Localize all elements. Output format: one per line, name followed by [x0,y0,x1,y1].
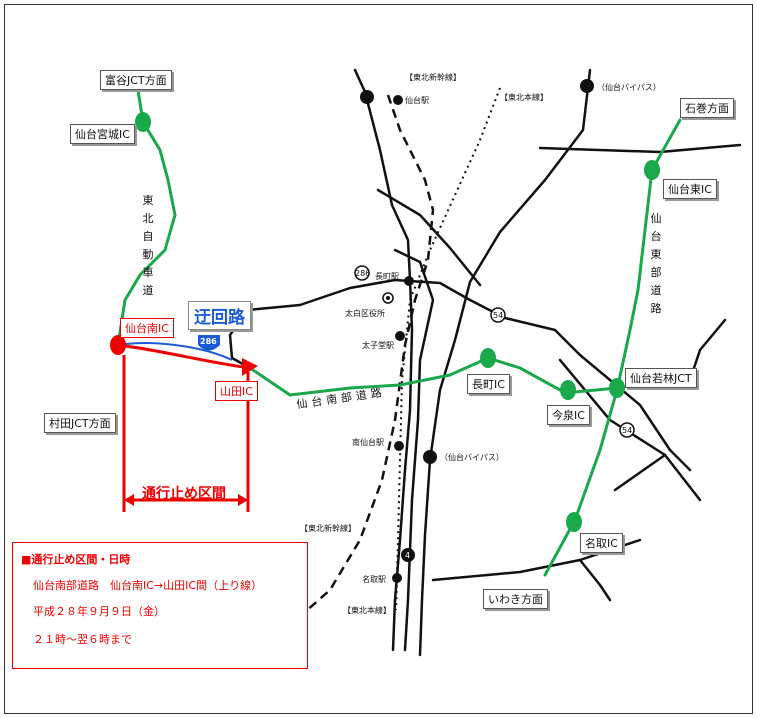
imaizumi-ic-marker [560,380,576,400]
nagamachi-station-label: 長町駅 [375,272,399,281]
sendai-tobu-road-label: 仙台東部道路 [650,212,662,315]
route-286-shield-mid [354,265,370,281]
natori-station-dot [392,573,402,583]
tomiya-jct-label: 富谷JCT方面 [100,70,172,90]
nagamachi-ic-marker [480,348,496,368]
sendai-minami-ic-marker [110,335,126,355]
taihaku-ward-office-label: 太白区役所 [345,309,385,318]
route-54-shield-text: 54 [493,311,504,320]
sendai-wakabayashi-jct-label: 仙台若林JCT [625,368,697,388]
sendai-station-dot [393,95,403,105]
tohoku-shinkansen-line [304,94,435,613]
notice-section: 仙台南部道路 仙台南IC→山田IC間（上り線） [33,579,263,592]
closure-notice: ■通行止め区間・日時 仙台南部道路 仙台南IC→山田IC間（上り線） 平成２８年… [12,542,308,669]
tohoku-shinkansen-top-label: 【東北新幹線】 [405,73,461,82]
imaizumi-ic-label: 今泉IC [547,405,590,425]
route-4-shield-north [360,90,374,104]
route-4-branch-road [393,248,435,652]
sendai-higashi-ic-marker [644,160,660,180]
detour-label: 迂回路 [188,301,251,330]
murata-jct-label: 村田JCT方面 [44,413,116,433]
route-4-shield-south [401,548,415,562]
route-286-mid-shield-text: 286 [355,269,371,278]
route-286-shield-detour [198,335,220,351]
sendai-bypass-top-label: （仙台バイパス） [597,83,661,92]
minami-sendai-station-label: 南仙台駅 [352,438,384,447]
minami-sendai-station-dot [394,441,404,451]
sendai-higashi-ic-label: 仙台東IC [663,179,717,199]
sendai-wakabayashi-jct-marker [609,378,625,398]
notice-time: ２１時～翌６時まで [33,633,132,646]
closure-road [117,343,251,370]
sendai-bypass-bottom-label: （仙台バイパス） [440,453,504,462]
tohoku-expressway-line [116,88,177,347]
detour-road [117,342,233,361]
tohoku-shinkansen-bottom-label: 【東北新幹線】 [300,524,356,533]
sendai-station-label: 仙台駅 [405,96,429,105]
ishinomaki-label: 石巻方面 [680,98,734,118]
route-4-shield-bypass-south [423,450,437,464]
notice-heading: ■通行止め区間・日時 [21,553,131,566]
route-4-south-shield-text: 4 [405,551,411,560]
route-54-shield-lower [619,422,635,438]
tohoku-honsen-top-label: 【東北本線】 [500,93,548,102]
taishido-station-dot [395,331,405,341]
map-frame [4,4,753,714]
ward-office-icon-center [386,296,390,300]
sendai-miyagi-ic-marker [135,112,151,132]
sendai-miyagi-ic-label: 仙台宮城IC [70,124,135,144]
natori-ic-marker [566,512,582,532]
route-4-shield-bypass-north [580,79,594,93]
closure-arrow-left [124,494,134,506]
closure-arrow-right [238,494,248,506]
natori-station-label: 名取駅 [362,575,386,584]
natori-link-road [578,558,612,602]
closure-section-label: 通行止め区間 [142,486,226,502]
notice-date: 平成２８年９月９日（金） [33,605,165,618]
sendai-minami-ic-label: 仙台南IC [120,318,174,338]
route-54-lower-shield-text: 54 [622,426,633,435]
natori-ic-label: 名取IC [580,533,623,553]
sendai-bypass-road [418,68,592,657]
route-286-road [246,278,472,312]
route-54-shield [490,307,506,323]
east-road [538,143,742,154]
stations [392,95,414,583]
sendai-tobu-road-line [543,118,682,577]
connector-road [613,453,667,492]
route-286-shield-text: 286 [200,337,217,346]
north-link-road [376,188,482,287]
nagamachi-station-dot [404,276,414,286]
tohoku-honsen-line [395,87,501,611]
yamada-ic-marker [242,358,258,376]
iwaki-label: いわき方面 [483,589,548,609]
nagamachi-ic-label: 長町IC [467,374,510,394]
route-shields [198,79,635,562]
tohoku-honsen-bottom-label: 【東北本線】 [343,606,391,615]
tohoku-expressway-label: 東北自動車道 [142,194,154,297]
taishido-station-label: 太子堂駅 [362,341,394,350]
route-4-road [353,68,414,652]
ward-office-icon [382,292,394,304]
yamada-ic-label: 山田IC [215,381,258,401]
